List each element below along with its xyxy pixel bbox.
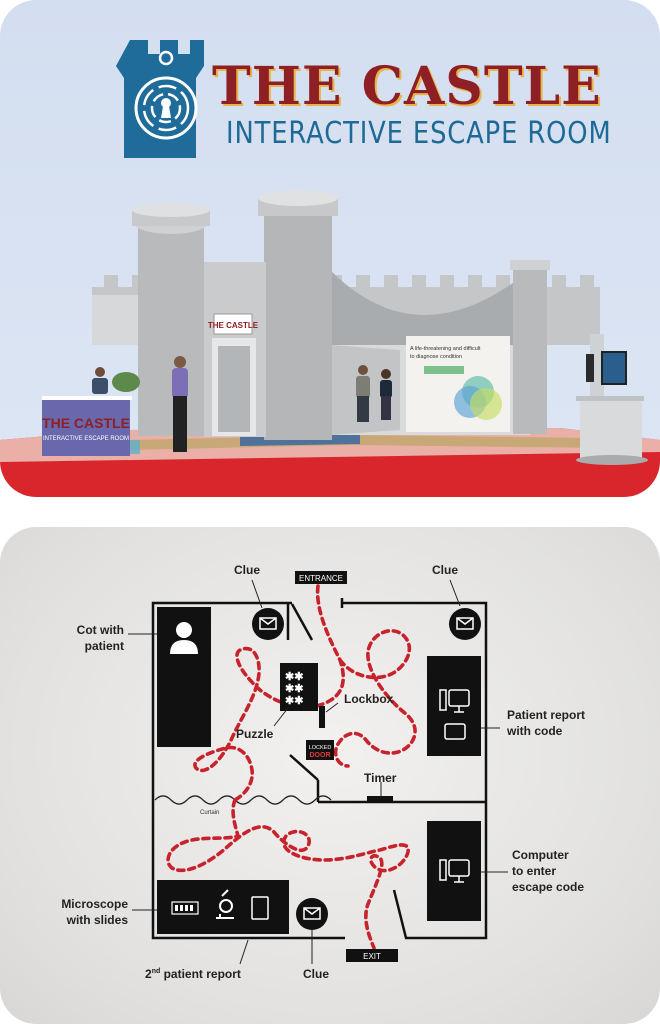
monitor-icon (439, 859, 470, 883)
door-sign-text: THE CASTLE (208, 321, 259, 330)
logo-title: THE CASTLE (212, 56, 602, 117)
patient-icon (176, 622, 192, 638)
locked-door (289, 754, 319, 781)
document-icon (251, 896, 269, 920)
monitor-icon (439, 689, 470, 713)
computer-label-line3: escape code (512, 880, 584, 894)
microscope-icon (216, 889, 234, 919)
exit-door (392, 889, 408, 939)
exit-sign (346, 949, 398, 962)
computer-label-line2: to enter (512, 864, 556, 878)
second-report-rest: patient report (160, 967, 241, 981)
reception-desk (42, 398, 130, 456)
patient-report-label-line1: Patient report (507, 708, 585, 722)
exit-label: EXIT (363, 952, 381, 961)
player-route-path (166, 584, 417, 950)
desk-sign-title: THE CASTLE (42, 415, 130, 431)
clue-label-top-right: Clue (432, 563, 458, 577)
castle-tower-keyhole-icon (116, 40, 204, 158)
puzzle-label: Puzzle (236, 727, 274, 741)
microscope-label-line1: Microscope (61, 897, 128, 911)
lockbox-label: Lockbox (344, 692, 394, 706)
booth-photo-illustration: THE CASTLE A life-threatening and diffic… (0, 40, 660, 497)
envelope-icon (252, 608, 284, 640)
room-walls (151, 598, 488, 940)
banner-line-2: to diagnose condition (410, 354, 462, 360)
callout-leaders (128, 579, 508, 965)
clue-label-bottom: Clue (303, 967, 329, 981)
curtain-wave (154, 795, 332, 805)
second-report-sup: nd (152, 968, 161, 975)
entrance-sign (295, 571, 347, 584)
entrance-label: ENTRANCE (299, 574, 343, 583)
puzzle-icon (280, 663, 318, 711)
lockbox-icon (319, 706, 325, 728)
timer-icon (367, 796, 393, 801)
envelope-icon (449, 608, 481, 640)
computer-block (427, 821, 481, 921)
second-report-label: 2nd patient report (145, 967, 241, 981)
microscope-block (157, 880, 289, 934)
desk-sign-sub: INTERACTIVE ESCAPE ROOM (43, 436, 129, 442)
people-figures (92, 356, 392, 452)
floor-plan-panel: Curtain ENTRANCE EXIT ✱ (0, 527, 660, 1024)
microscope-label-line2: with slides (66, 913, 129, 927)
patient-report-label-line2: with code (506, 724, 563, 738)
logo-subtitle: INTERACTIVE ESCAPE ROOM (226, 116, 612, 151)
clue-label-top-left: Clue (234, 563, 260, 577)
banner-line-1: A life-threatening and difficult (410, 346, 481, 352)
svg-text:✱✱: ✱✱ (285, 671, 303, 683)
slides-icon (171, 901, 199, 915)
locked-door-sign (306, 740, 334, 760)
cot-label-line1: Cot with (77, 623, 124, 637)
svg-text:✱✱: ✱✱ (285, 695, 303, 707)
escape-room-floor-plan: Curtain ENTRANCE EXIT ✱ (61, 563, 585, 981)
timer-label: Timer (364, 771, 397, 785)
cot-label-line2: patient (85, 639, 124, 653)
svg-text:✱✱: ✱✱ (285, 683, 303, 695)
locked-sign-bottom: DOOR (310, 752, 331, 759)
curtain-label: Curtain (200, 810, 219, 816)
entrance-door (290, 603, 314, 641)
locked-sign-top: LOCKED (309, 745, 332, 751)
second-report-num: 2 (145, 967, 152, 981)
computer-label-line1: Computer (512, 848, 569, 862)
document-icon (444, 723, 466, 740)
envelope-icon (296, 898, 328, 930)
booth-photo-panel: THE CASTLE A life-threatening and diffic… (0, 0, 660, 497)
